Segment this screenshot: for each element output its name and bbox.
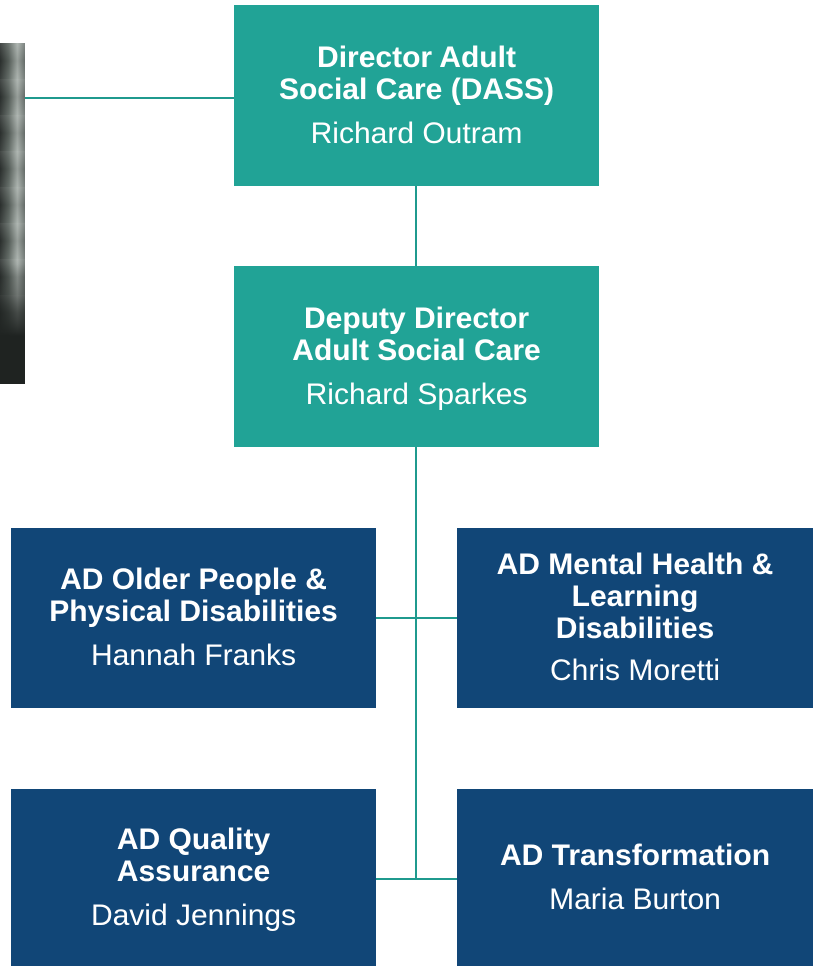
org-box-ad-transformation: AD Transformation Maria Burton <box>457 789 813 966</box>
org-box-ad-mental-health: AD Mental Health & Learning Disabilities… <box>457 528 813 708</box>
connector-trunk <box>415 447 417 879</box>
org-box-dass: Director Adult Social Care (DASS) Richar… <box>234 5 599 186</box>
deputy-title-line1: Deputy Director <box>303 301 530 335</box>
portrait-photo <box>0 43 25 384</box>
connector-photo-dass <box>25 97 234 99</box>
quality-name: David Jennings <box>90 898 297 932</box>
transformation-title-line1: AD Transformation <box>499 838 771 872</box>
dass-title-line2: Social Care (DASS) <box>278 72 555 106</box>
connector-dass-deputy <box>415 186 417 266</box>
older-people-title-line2: Physical Disabilities <box>49 595 338 628</box>
mental-health-title-line1: AD Mental Health & <box>496 548 774 581</box>
older-people-title-line1: AD Older People & <box>60 563 327 596</box>
quality-title-line2: Assurance <box>116 854 271 888</box>
org-box-ad-quality-assurance: AD Quality Assurance David Jennings <box>11 789 376 966</box>
older-people-name: Hannah Franks <box>90 639 297 672</box>
transformation-name: Maria Burton <box>549 882 721 916</box>
deputy-name: Richard Sparkes <box>305 377 528 411</box>
connector-row1 <box>376 617 457 619</box>
dass-name: Richard Outram <box>310 116 523 150</box>
mental-health-title-line3: Disabilities <box>555 612 715 645</box>
org-box-ad-older-people: AD Older People & Physical Disabilities … <box>11 528 376 708</box>
deputy-title-line2: Adult Social Care <box>292 333 541 367</box>
mental-health-title-line2: Learning <box>571 580 699 613</box>
connector-row2 <box>376 878 457 880</box>
mental-health-name: Chris Moretti <box>549 654 721 687</box>
dass-title-line1: Director Adult <box>317 40 516 74</box>
quality-title-line1: AD Quality <box>116 822 271 856</box>
org-box-deputy-director: Deputy Director Adult Social Care Richar… <box>234 266 599 447</box>
